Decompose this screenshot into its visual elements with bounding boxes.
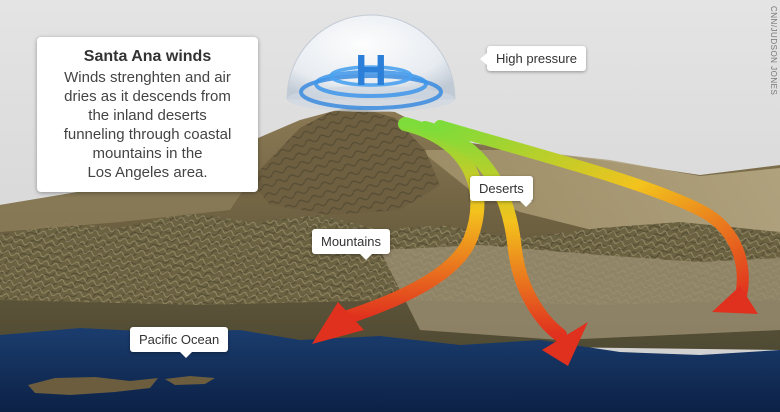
image-credit: CNN/JUDSON JONES [769, 6, 778, 96]
pacific-ocean-label: Pacific Ocean [130, 327, 229, 358]
info-box: Santa Ana winds Winds strenghten and air… [37, 37, 258, 192]
mountains-label: Mountains [312, 229, 390, 260]
high-pressure-label: High pressure [480, 46, 586, 71]
wind-arrow-west [338, 117, 485, 325]
wind-arrows [312, 117, 758, 366]
wind-arrowhead-south [542, 322, 588, 366]
high-pressure-dome [286, 14, 456, 112]
wind-arrow-south [418, 121, 567, 342]
wind-arrowhead-west [312, 302, 364, 344]
wind-arrow-east [434, 120, 749, 306]
high-pressure-symbol: H [355, 46, 387, 95]
deserts-label: Deserts [470, 176, 533, 207]
wind-arrowhead-east [712, 286, 758, 314]
island [28, 377, 158, 395]
info-body: Winds strenghten and air dries as it des… [63, 69, 232, 181]
info-title: Santa Ana winds [83, 48, 212, 65]
urban-basin [380, 245, 780, 340]
